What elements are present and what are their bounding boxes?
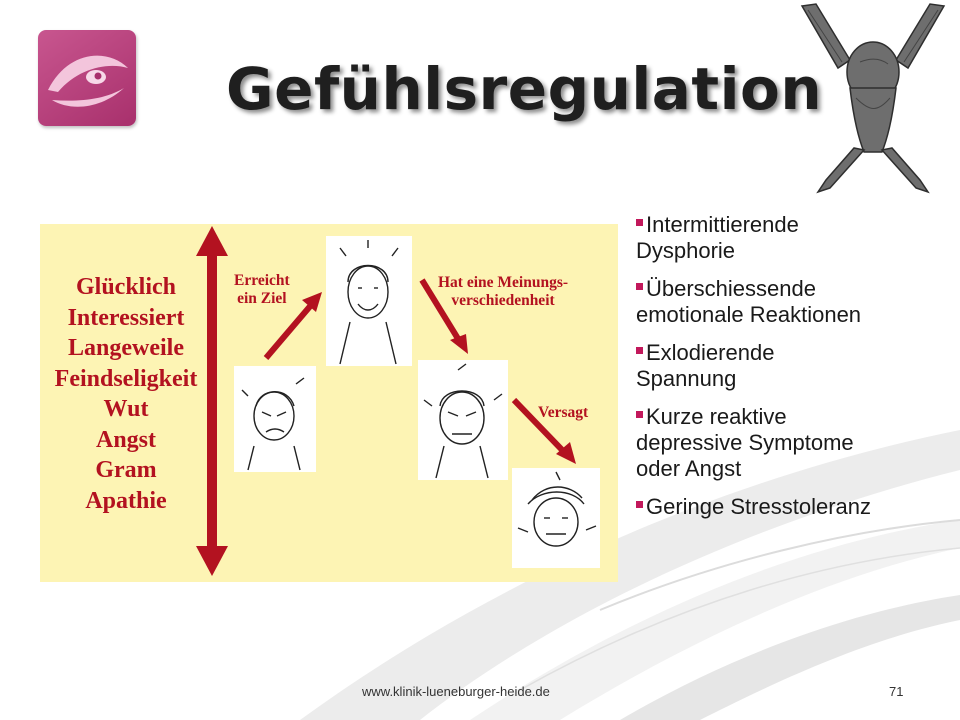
bullet-marker-icon — [636, 411, 643, 418]
furious-face-icon — [423, 363, 503, 479]
emotion-label: Angst — [95, 426, 156, 453]
sketch-face-furious — [418, 360, 508, 480]
sketch-face-happy — [326, 236, 412, 366]
arrow-up-right-icon — [263, 292, 322, 360]
double-arrow-icon — [196, 226, 228, 576]
eye-logo-icon — [48, 55, 128, 107]
bullet-marker-icon — [636, 219, 643, 226]
bullet-marker-icon — [636, 347, 643, 354]
bullet-marker-icon — [636, 283, 643, 290]
sketch-face-despair — [512, 468, 600, 568]
emotion-label: Glücklich — [75, 274, 177, 300]
bullet-marker-icon — [636, 501, 643, 508]
emotion-list: Glücklich Interessiert Langeweile Feinds… — [40, 272, 212, 516]
emotion-arrows — [196, 226, 576, 576]
happy-face-icon — [339, 240, 399, 365]
emotion-label: Feindseligkeit — [54, 365, 198, 392]
angry-face-icon — [241, 377, 305, 471]
emotion-label: Apathie — [85, 487, 167, 514]
despair-face-icon — [517, 471, 597, 547]
emotion-label: Langeweile — [68, 335, 184, 361]
arrow-down-right-icon — [511, 397, 576, 464]
label-disagreement: Hat eine Meinungs- verschiedenheit — [438, 274, 569, 309]
label-failed: Versagt — [538, 404, 589, 421]
label-reach-goal: Erreicht ein Ziel — [234, 272, 290, 307]
clinic-logo — [38, 30, 136, 126]
cheering-figure-icon — [800, 3, 946, 194]
emotion-label: Interessiert — [67, 304, 185, 331]
bullet-item: Geringe Stresstoleranz — [636, 494, 956, 520]
emotion-label: Gram — [95, 457, 157, 483]
sketch-face-angry — [234, 366, 316, 472]
page-number: 71 — [889, 684, 904, 699]
arrow-down-right-icon — [419, 278, 468, 354]
footer-url: www.klinik-lueneburger-heide.de — [362, 684, 550, 699]
slide-title: Gefühlsregulation — [226, 55, 823, 123]
emotion-label: Wut — [103, 396, 149, 422]
emotion-figure: Glücklich Interessiert Langeweile Feinds… — [40, 224, 618, 582]
